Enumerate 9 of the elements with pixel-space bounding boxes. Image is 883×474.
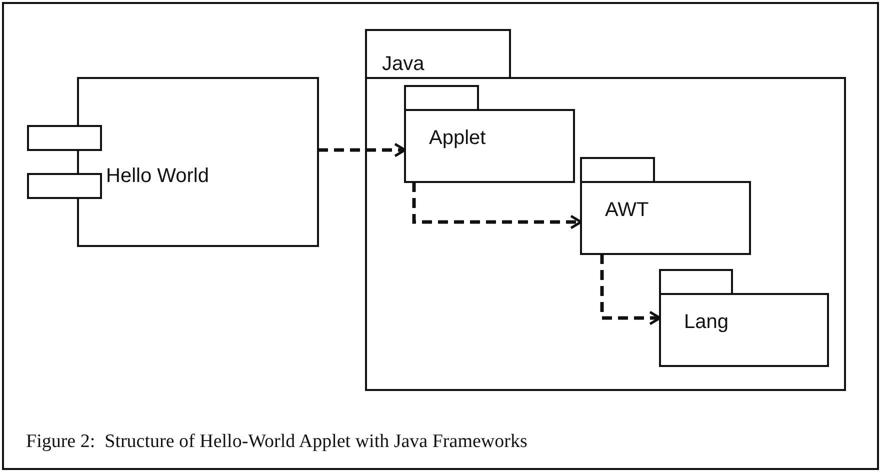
figure-caption: Figure 2: Structure of Hello-World Applet with Java Frameworks [26, 431, 528, 453]
package-label: Applet [429, 128, 486, 148]
dependency-arrow [600, 254, 662, 326]
package-label: AWT [605, 200, 649, 220]
package-label: Lang [684, 312, 728, 332]
dependency-arrow [412, 182, 582, 230]
dependency-arrow [318, 142, 406, 158]
component-label: Hello World [106, 166, 209, 186]
package-label: Java [382, 54, 424, 74]
